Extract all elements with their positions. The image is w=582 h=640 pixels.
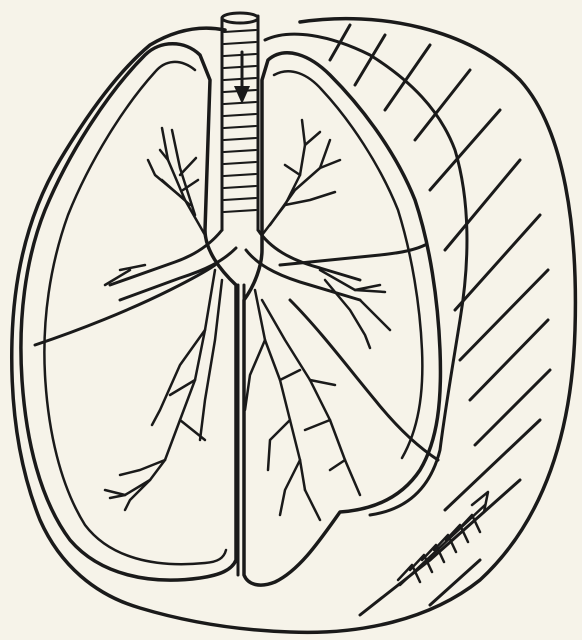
left-lower-bronchial-branches	[105, 265, 222, 510]
airflow-chevron-arrows	[398, 492, 488, 585]
right-upper-bronchial-branches	[262, 120, 340, 235]
mediastinal-divider	[238, 285, 244, 575]
tracheal-rings	[224, 30, 256, 212]
left-lung-fissure	[35, 265, 215, 345]
right-lower-bronchial-branches	[245, 270, 390, 520]
outer-pleura-outline	[12, 19, 576, 633]
left-lung-outline	[21, 44, 236, 580]
trachea	[222, 13, 258, 230]
left-upper-bronchial-branches	[148, 128, 205, 235]
